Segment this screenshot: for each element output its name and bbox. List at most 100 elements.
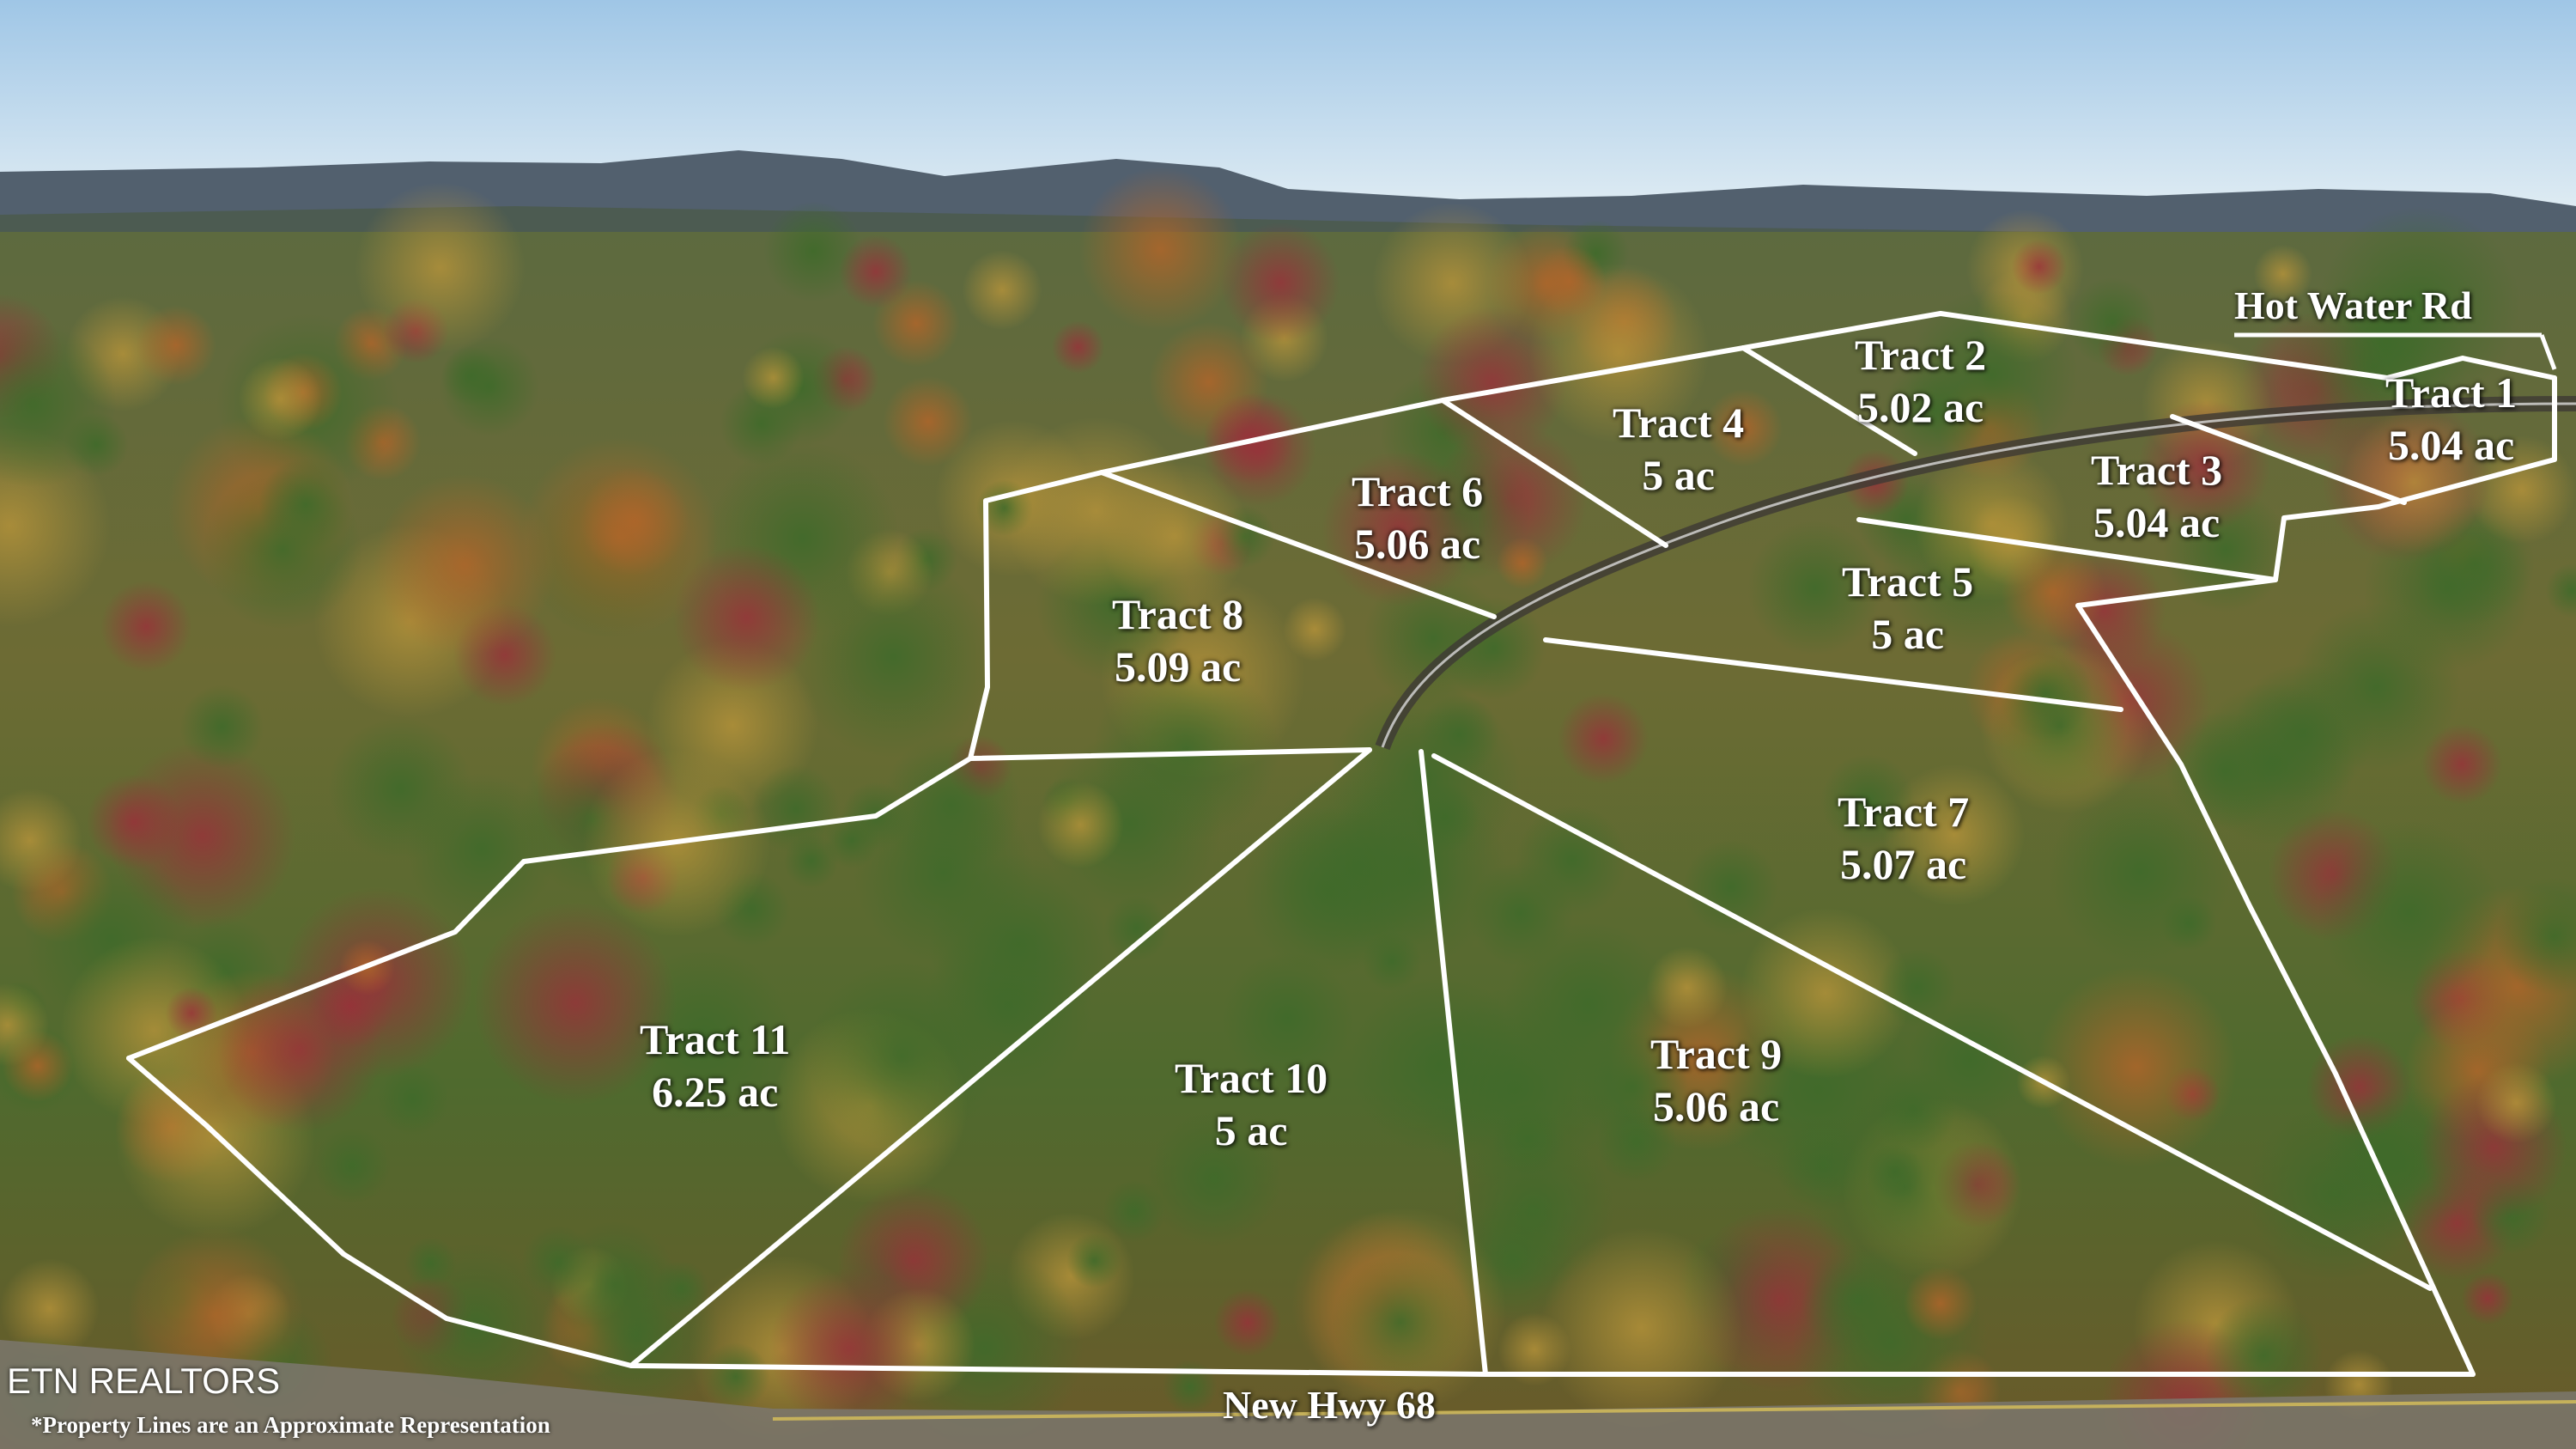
foliage-patch <box>1991 657 2128 794</box>
foliage-patch <box>763 201 864 301</box>
foliage-patch <box>1747 521 1882 655</box>
foliage-patch <box>203 469 362 630</box>
tract-3-area: 5.04 ac <box>2093 498 2221 546</box>
foliage-patch <box>2166 710 2286 831</box>
foliage-patch <box>1903 1266 1978 1341</box>
foliage-patch <box>86 774 182 870</box>
foliage-patch <box>0 788 82 892</box>
tract-2-area: 5.02 ac <box>1856 383 1984 431</box>
foliage-patch <box>1878 948 1957 1026</box>
tract-10-label: Tract 10 5 ac <box>1175 1052 1327 1157</box>
foliage-patch <box>1595 1101 1677 1183</box>
foliage-patch <box>2476 1062 2557 1143</box>
foliage-patch <box>1066 1233 1122 1288</box>
foliage-patch <box>1051 320 1105 374</box>
foliage-patch <box>2545 563 2576 618</box>
property-lines-disclaimer: *Property Lines are an Approximate Repre… <box>31 1412 550 1438</box>
tract-2-label: Tract 2 5.02 ac <box>1855 329 1986 434</box>
foliage-patch <box>807 962 996 1150</box>
foliage-patch <box>1222 953 1353 1084</box>
tract-6-area: 5.06 ac <box>1353 520 1481 568</box>
foliage-patch <box>1318 777 1508 967</box>
property-lines <box>126 311 2557 1377</box>
foliage-patch <box>1283 597 1347 661</box>
tract-6-name: Tract 6 <box>1352 467 1484 515</box>
foliage-patch <box>1540 1227 1742 1428</box>
foliage-patch <box>238 357 322 441</box>
foliage-patch <box>1496 537 1549 589</box>
tract-8-label: Tract 8 5.09 ac <box>1112 588 1243 693</box>
tract-7-area: 5.07 ac <box>1839 840 1967 888</box>
foliage-patch <box>136 305 216 386</box>
foliage-patch <box>2160 895 2217 952</box>
foliage-patch <box>1883 764 2026 906</box>
foliage-patch <box>1201 391 1317 507</box>
foliage-patch <box>2421 723 2503 805</box>
new-hwy-68-label: New Hwy 68 <box>1223 1383 1436 1427</box>
foliage-patch <box>1558 693 1649 784</box>
foliage-patch <box>838 234 913 309</box>
foliage-patch <box>328 716 472 861</box>
foliage-patch <box>1453 1129 1615 1291</box>
foliage-patch <box>2253 244 2312 303</box>
foliage-patch <box>701 1342 770 1411</box>
foliage-patch <box>0 320 117 488</box>
foliage-patch <box>1532 245 1606 319</box>
foliage-patch <box>1492 1103 1564 1176</box>
foliage-patch <box>179 685 264 770</box>
foliage-patch <box>962 249 1042 331</box>
foliage-patch <box>1078 167 1242 332</box>
foliage-patch <box>2068 277 2158 368</box>
tract-1-name: Tract 1 <box>2385 368 2518 417</box>
foliage-patch <box>1213 1288 1282 1357</box>
tract-3-name: Tract 3 <box>2091 446 2223 494</box>
foliage-patch <box>60 936 249 1125</box>
foliage-patch <box>1093 656 1279 843</box>
foliage-patch <box>881 734 1022 876</box>
foliage-patch <box>1504 921 1673 1088</box>
tract-9-label: Tract 9 5.06 ac <box>1650 1028 1782 1133</box>
tract-1-label: Tract 1 5.04 ac <box>2385 367 2517 472</box>
foliage-patch <box>100 581 192 673</box>
tract-11-label: Tract 11 6.25 ac <box>640 1014 790 1118</box>
foliage-patch <box>551 1221 678 1349</box>
tract-4-area: 5 ac <box>1642 451 1715 499</box>
foliage-patch <box>2461 1271 2514 1325</box>
foliage-patch <box>1103 895 1170 961</box>
foliage-patch <box>374 473 556 656</box>
foliage-patch <box>2204 1296 2324 1415</box>
foliage-patch <box>1037 782 1124 868</box>
tract-4-name: Tract 4 <box>1613 399 1745 447</box>
foliage-patch <box>1351 976 1528 1154</box>
foliage-patch <box>1704 388 1783 467</box>
foliage-patch <box>0 1258 100 1359</box>
tract-10-area: 5 ac <box>1214 1106 1288 1154</box>
foliage-patch <box>376 1062 449 1135</box>
tract-10-name: Tract 10 <box>1175 1054 1328 1102</box>
tract-5-name: Tract 5 <box>1842 557 1974 606</box>
tract-1-area: 5.04 ac <box>2387 421 2515 469</box>
foliage-patch <box>2495 877 2576 995</box>
foliage-patch <box>1905 289 2078 461</box>
tract-3-label: Tract 3 5.04 ac <box>2091 444 2222 549</box>
foliage-patch <box>2342 411 2486 554</box>
foliage-patch <box>1907 997 2033 1123</box>
foliage-patch <box>1915 447 2069 601</box>
tract-9-name: Tract 9 <box>1650 1030 1783 1078</box>
foliage-patch <box>1332 1253 1469 1391</box>
foliage-patch <box>2317 820 2500 1004</box>
etn-realtors-logo-text: ETN REALTORS <box>7 1361 281 1401</box>
tract-11-area: 6.25 ac <box>652 1068 779 1116</box>
foliage-patch <box>1441 595 1546 701</box>
tract-8-name: Tract 8 <box>1112 590 1244 638</box>
tract-5-area: 5 ac <box>1871 610 1944 658</box>
foliage-patch <box>1866 1143 1924 1201</box>
tract-11-name: Tract 11 <box>640 1015 791 1063</box>
tract-5-label: Tract 5 5 ac <box>1842 556 1973 661</box>
foliage-patch <box>0 983 49 1067</box>
highway-road <box>0 1340 2576 1449</box>
foliage-patch <box>473 900 677 1105</box>
foliage-patch <box>672 544 821 691</box>
foliage-patch <box>1683 839 1778 935</box>
